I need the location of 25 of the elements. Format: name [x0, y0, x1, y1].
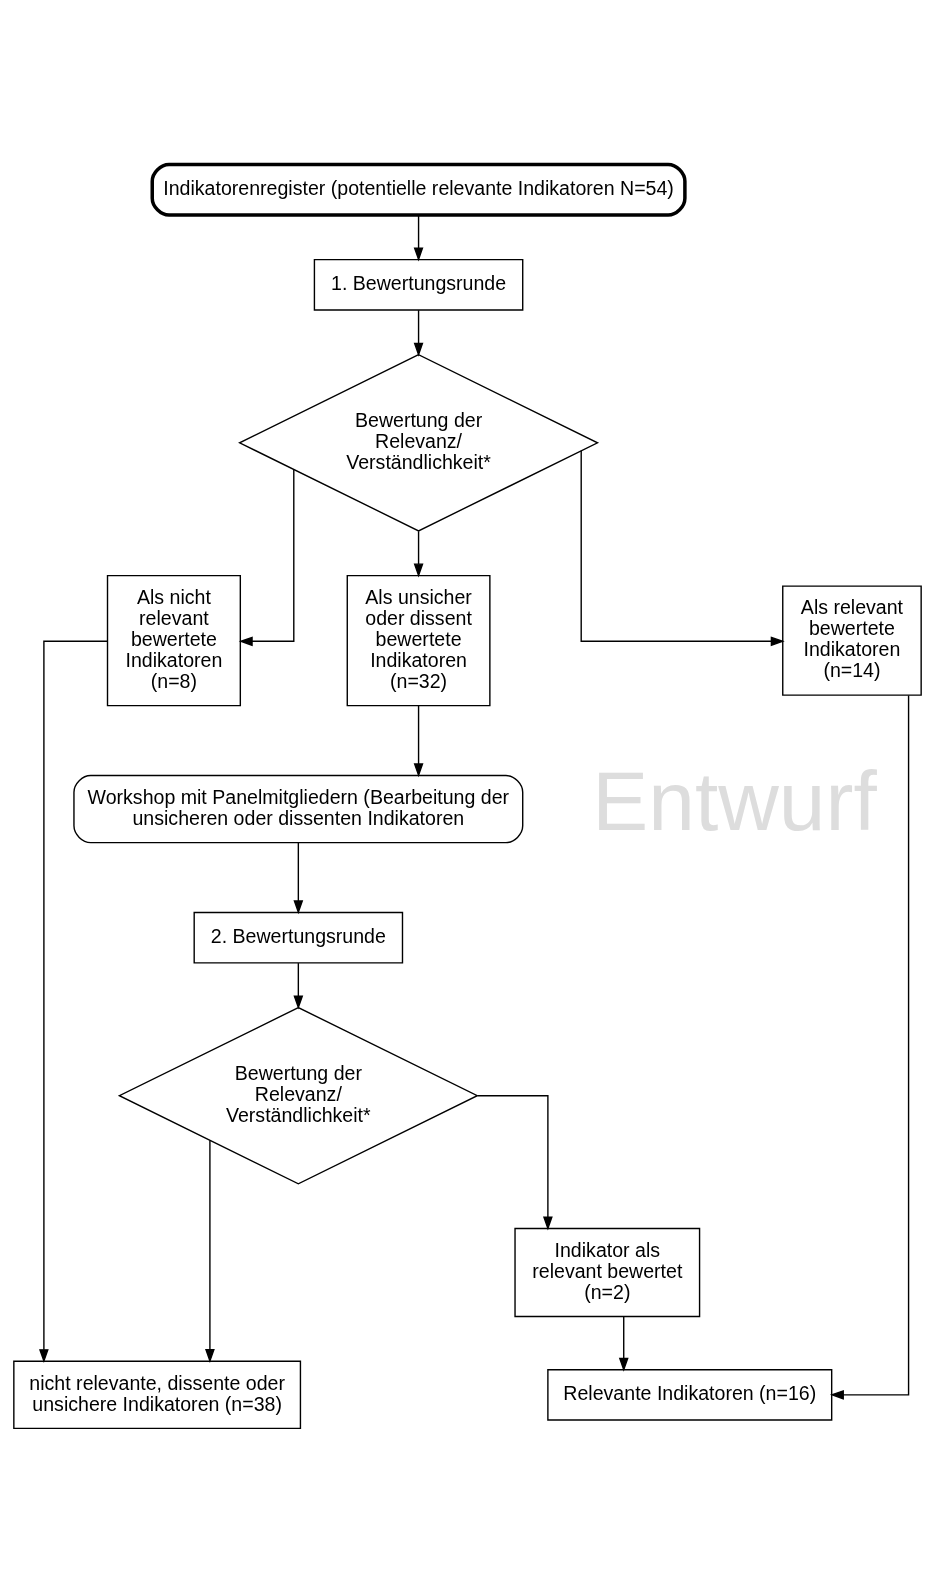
arrow [829, 694, 910, 1400]
arrow [580, 450, 785, 647]
node-box: Relevante Indikatoren (n=16) [547, 1369, 833, 1421]
arrow [413, 705, 424, 778]
node-box: Workshop mit Panelmitgliedern (Bearbeitung der unsicheren oder dissenten Indikatoren [73, 774, 524, 844]
node-box: Als nicht relevant bewertete Indikatoren (n=8) [106, 574, 241, 707]
node-box: Als relevant bewertete Indikatoren (n=14) [782, 585, 922, 696]
node-diamond: Bewertung der Relevanz/ Verständlichkeit* [117, 1006, 479, 1185]
node-box: 1. Bewertungsrunde [313, 258, 524, 311]
arrow [413, 530, 424, 578]
node-box: Indikatorenregister (potentielle relevante Indikatoren N=54) [150, 162, 687, 217]
arrow [205, 1139, 215, 1364]
arrow [39, 640, 109, 1364]
arrow [293, 962, 304, 1010]
arrow [413, 214, 424, 262]
node-diamond: Bewertung der Relevanz/ Verständlichkeit* [238, 353, 600, 532]
node-box: Indikator als relevant bewertet (n=2) [514, 1227, 701, 1318]
arrow [413, 309, 424, 357]
node-box: nicht relevante, dissente oder unsichere Indikatoren (n=38) [13, 1360, 302, 1430]
arrow [477, 1095, 553, 1231]
arrow [238, 468, 295, 647]
node-box: Als unsicher oder dissent bewertete Indikatoren (n=32) [346, 574, 491, 707]
arrow [618, 1316, 629, 1372]
arrow [293, 842, 304, 915]
node-box: 2. Bewertungsrunde [193, 911, 404, 964]
